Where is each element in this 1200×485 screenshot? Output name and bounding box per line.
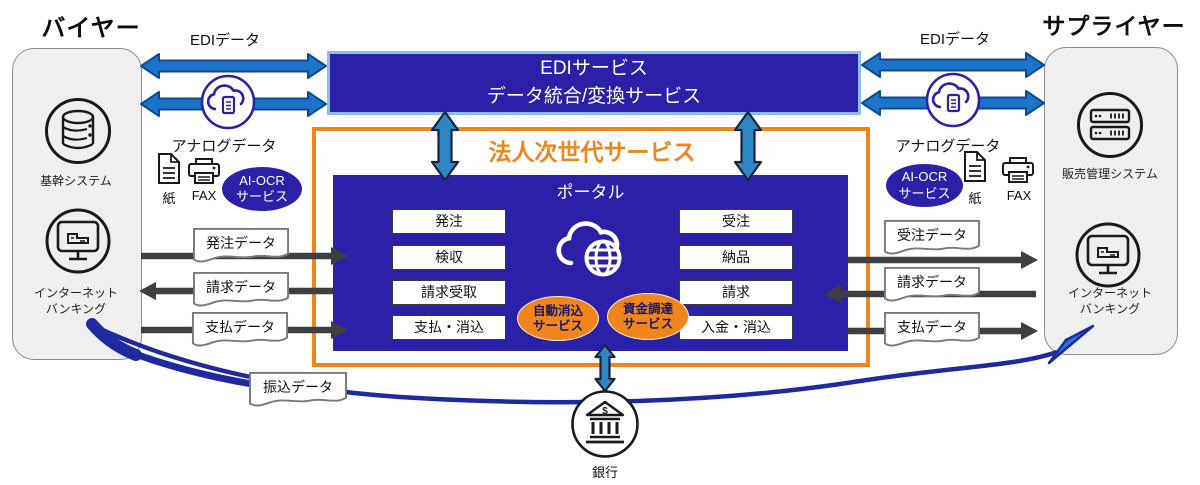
cloud-document-icon [200, 74, 256, 130]
edi-service-line2: データ統合/変換サービス [486, 86, 702, 107]
paper-label-left: 紙 [162, 191, 176, 206]
seikyu-data-document: 請求データ [883, 266, 981, 306]
shiharai-data-document: 支払データ [883, 311, 981, 351]
portal-item-seikyu-uketori: 請求受取 [392, 280, 506, 305]
portal-item-kenshu: 検収 [392, 245, 506, 270]
cloud-document-icon [925, 72, 981, 128]
fax-icon [1002, 157, 1034, 183]
furikomi-data-document: 振込データ [248, 371, 348, 411]
paper-icon [964, 151, 986, 182]
buyer-core-system-label: 基幹システム [40, 174, 112, 188]
hacchu-data-document: 発注データ [192, 227, 290, 267]
bank-icon: $ [571, 390, 639, 458]
svg-text:$: $ [602, 406, 608, 417]
analog-data-label-right: アナログデータ [895, 138, 1001, 155]
ai-ocr-service-oval-right: AI-OCR サービス [886, 164, 963, 207]
paper-label-right: 紙 [968, 191, 982, 206]
portal-item-hacchu: 発注 [392, 209, 506, 234]
data-flow-arrowhead [1021, 322, 1038, 340]
cloud-globe-icon [556, 221, 622, 277]
fax-label-left: FAX [191, 188, 217, 203]
edi-service-line1: EDIサービス [540, 58, 648, 80]
data-flow-arrowhead [1021, 251, 1038, 269]
database-icon [45, 98, 111, 164]
shikin-chotatsu-service-oval: 資金調達 サービス [607, 293, 689, 340]
ai-ocr-service-oval-left: AI-OCR サービス [222, 167, 302, 211]
edi-data-label-right: EDIデータ [919, 31, 990, 48]
edi-service-box: EDIサービス データ統合/変換サービス [327, 51, 861, 115]
portal-item-juchu: 受注 [679, 209, 793, 234]
internet-banking-icon [45, 208, 111, 274]
buyer-internet-banking-label: インターネット バンキング [33, 286, 118, 316]
next-gen-service-title: 法人次世代サービス [488, 139, 696, 165]
portal-title: ポータル [556, 183, 625, 202]
supplier-sales-system-label: 販売管理システム [1062, 167, 1158, 181]
internet-banking-icon [1075, 222, 1141, 288]
fax-icon [188, 158, 220, 184]
portal-item-nohin: 納品 [679, 245, 793, 270]
edi-data-label-left: EDIデータ [189, 32, 260, 49]
analog-data-label-left: アナログデータ [171, 138, 277, 155]
portal-item-seikyu: 請求 [679, 280, 793, 305]
portal-item-shiharai-keshikomi: 支払・消込 [392, 315, 506, 340]
paper-icon [158, 153, 180, 184]
server-icon [1077, 92, 1143, 158]
portal-item-nyukin-keshikomi: 入金・消込 [679, 315, 793, 340]
seikyu-data-document: 請求データ [192, 271, 290, 311]
supplier-title: サプライヤー [1042, 13, 1186, 39]
shiharai-data-document: 支払データ [191, 311, 289, 351]
buyer-title: バイヤー [41, 15, 141, 42]
juchu-data-document: 受注データ [883, 219, 981, 259]
auto-keshikomi-service-oval: 自動消込 サービス [517, 296, 599, 341]
supplier-internet-banking-label: インターネット バンキング [1067, 286, 1152, 316]
fax-label-right: FAX [1006, 188, 1032, 203]
bank-label: 銀行 [591, 465, 618, 480]
supplier-panel [1044, 47, 1178, 355]
